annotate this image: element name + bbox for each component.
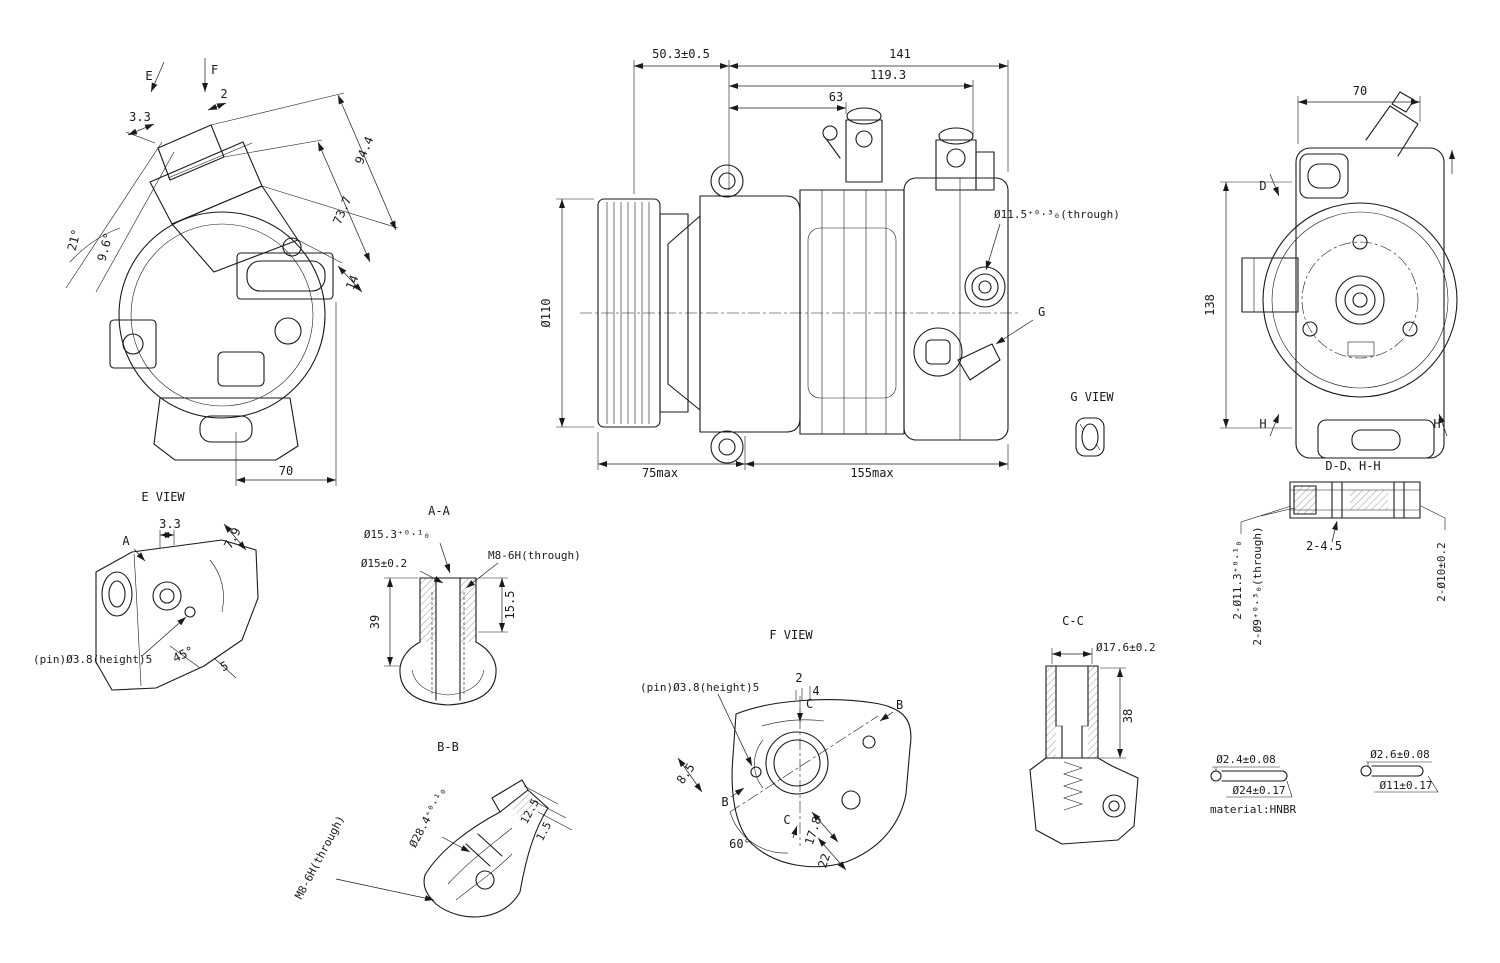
oring-material-note: material:HNBR xyxy=(1210,803,1296,816)
section-dd-hh-title: D-D、H-H xyxy=(1325,459,1380,473)
dim-119-3: 119.3 xyxy=(870,68,906,82)
pin-note-f: (pin)Ø3.8(height)5 xyxy=(640,681,759,694)
dim-angle-9-6: 9.6° xyxy=(95,231,116,263)
view-f-title: F VIEW xyxy=(769,628,813,642)
section-arrow-c-top: C xyxy=(806,697,813,711)
dim-1-5: 1.5 xyxy=(534,820,555,844)
dim-14: 14 xyxy=(343,273,362,292)
section-arrow-d: D xyxy=(1259,179,1266,193)
dim-39: 39 xyxy=(368,615,382,629)
dim-2-d11-3: 2-Ø11.3⁺⁰·¹₀ xyxy=(1231,540,1244,619)
dim-50-3: 50.3±0.5 xyxy=(652,47,710,61)
aa-part-outline xyxy=(399,577,497,706)
compressor-body xyxy=(667,107,1009,464)
dim-75max: 75max xyxy=(642,466,678,480)
dim-70: 70 xyxy=(279,464,293,478)
dim-d110: Ø110 xyxy=(539,299,553,328)
dim-d11-5-through: Ø11.5⁺⁰·³₀(through) xyxy=(994,208,1120,221)
dim-8-5: 8.5 xyxy=(674,761,698,787)
dim-e-3-3: 3.3 xyxy=(159,517,181,531)
view-label-e: E VIEW xyxy=(141,490,185,504)
section-arrow-c-bottom: C xyxy=(783,813,790,827)
dim-2-d9-through: 2-Ø9⁺⁰·³₀(through) xyxy=(1251,526,1264,645)
thread-note-bb: M8-6H(through) xyxy=(292,813,347,901)
section-arrow-h-right: H xyxy=(1433,417,1440,431)
oring2-diameter-dim: Ø11±0.17 xyxy=(1380,779,1433,792)
dim-73-7: 73.7 xyxy=(330,194,354,226)
oring-1: Ø2.4±0.08 Ø24±0.17 material:HNBR xyxy=(1210,753,1296,816)
view-label-g: G VIEW xyxy=(1070,390,1114,404)
cc-part-outline xyxy=(1029,665,1139,845)
bb-part-outline xyxy=(423,779,549,918)
section-dd-hh: D-D、H-H 2-4.5 2-Ø11.3⁺⁰·¹₀ 2-Ø9⁺⁰·³₀(thr… xyxy=(1231,459,1448,646)
dim-2: 2 xyxy=(220,87,227,101)
thread-note-aa: M8-6H(through) xyxy=(488,549,581,562)
angled-body-outline xyxy=(109,124,334,461)
e-detail-outline xyxy=(95,539,259,691)
oring1-diameter-dim: Ø24±0.17 xyxy=(1233,784,1286,797)
dim-63: 63 xyxy=(829,90,843,104)
front-body-outline xyxy=(1241,91,1458,459)
view-g: G VIEW xyxy=(1070,390,1114,457)
dim-angle-60: 60° xyxy=(729,837,751,851)
section-c-c: C-C Ø17.6±0.2 38 xyxy=(1029,614,1156,845)
dim-22: 22 xyxy=(815,852,833,870)
dim-155max: 155max xyxy=(850,466,893,480)
view-f: F VIEW (pin)Ø3.8(height)5 C C B B 2 4 8.… xyxy=(640,628,912,871)
oring-2: Ø2.6±0.08 Ø11±0.17 xyxy=(1360,748,1439,793)
section-arrow-b-top: B xyxy=(896,698,903,712)
dim-94-4: 94.4 xyxy=(352,134,376,166)
f-part-outline xyxy=(729,696,912,868)
view-arrow-e: E xyxy=(145,69,152,83)
section-bb-title: B-B xyxy=(437,740,459,754)
oring-details: Ø2.4±0.08 Ø24±0.17 material:HNBR Ø2.6±0.… xyxy=(1210,748,1439,816)
view-front: D H H 70 138 xyxy=(1203,84,1458,459)
dim-d15: Ø15±0.2 xyxy=(361,557,407,570)
dim-5: 5 xyxy=(218,659,230,675)
view-angled: E F 21° 9.6° 2 3.3 xyxy=(65,58,399,504)
pin-note-e: (pin)Ø3.8(height)5 xyxy=(33,653,152,666)
view-arrow-f: F xyxy=(211,63,218,77)
section-aa-title: A-A xyxy=(428,504,450,518)
dim-d17-6: Ø17.6±0.2 xyxy=(1096,641,1156,654)
g-view-arrow: G xyxy=(1038,305,1045,319)
dim-d28-4: Ø28.4⁺⁰·¹₀ xyxy=(407,785,450,850)
oring2-cross-section-dim: Ø2.6±0.08 xyxy=(1370,748,1430,761)
dim-7-9: 7.9 xyxy=(221,525,244,551)
dim-15-5: 15.5 xyxy=(503,591,517,620)
pulley xyxy=(597,198,689,428)
view-main-side: 50.3±0.5 141 119.3 63 Ø110 Ø11.5⁺⁰·³₀(th… xyxy=(539,47,1120,480)
section-arrow-h-left: H xyxy=(1259,417,1266,431)
dim-front-70: 70 xyxy=(1353,84,1367,98)
dim-2-d10: 2-Ø10±0.2 xyxy=(1435,542,1448,602)
dim-3-3: 3.3 xyxy=(129,110,151,124)
view-e-detail: A 3.3 7.9 (pin)Ø3.8(height)5 45° 5 xyxy=(33,517,259,691)
dim-2-4-5: 2-4.5 xyxy=(1306,539,1342,553)
section-arrow-a: A xyxy=(122,534,130,548)
dim-f-2: 2 xyxy=(795,671,802,685)
section-a-a: A-A Ø15.3⁺⁰·¹₀ Ø15±0.2 M8-6H(through) 39… xyxy=(361,504,581,706)
oring1-cross-section-dim: Ø2.4±0.08 xyxy=(1216,753,1276,766)
dim-d15-3: Ø15.3⁺⁰·¹₀ xyxy=(364,528,430,541)
section-arrow-b-bottom: B xyxy=(721,795,728,809)
dim-f-4: 4 xyxy=(812,684,819,698)
section-cc-title: C-C xyxy=(1062,614,1084,628)
section-b-b: B-B Ø28.4⁺⁰·¹₀ M8-6H(through) 12.5 1.5 xyxy=(292,740,573,918)
dim-angle-21: 21° xyxy=(65,228,84,253)
dim-141: 141 xyxy=(889,47,911,61)
dim-138: 138 xyxy=(1203,294,1217,316)
dim-38: 38 xyxy=(1121,709,1135,723)
